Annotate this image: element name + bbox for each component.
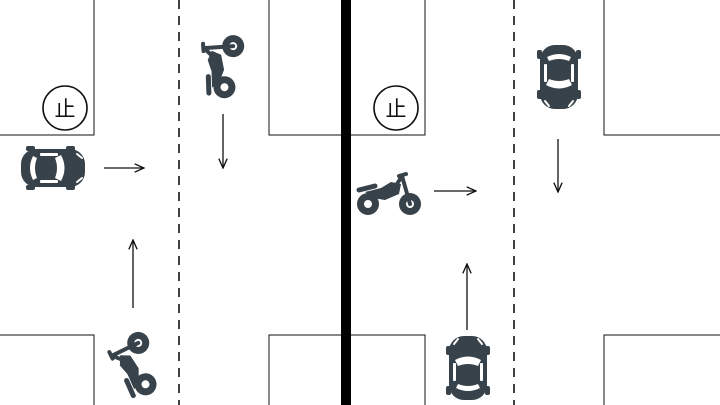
curb-top-right: [268, 0, 343, 136]
right-scene: 止: [351, 0, 720, 405]
road-edges: [351, 0, 720, 405]
stop-sign-icon: 止: [42, 85, 88, 131]
stop-sign-icon: 止: [373, 85, 419, 131]
curb-bottom-right: [603, 334, 720, 405]
stop-sign-label: 止: [55, 97, 76, 121]
curb-top-left: [0, 0, 95, 136]
curb-bottom-left: [0, 334, 95, 405]
motorcycle-icon: [193, 29, 246, 100]
motorcycle-icon: [107, 330, 158, 400]
car-icon: [536, 44, 582, 110]
car-icon: [20, 145, 86, 191]
left-scene: 止: [0, 0, 343, 405]
car-icon: [445, 335, 491, 401]
curb-bottom-left: [351, 334, 426, 405]
stop-sign-label: 止: [386, 97, 407, 121]
curb-bottom-right: [268, 334, 343, 405]
curb-top-right: [603, 0, 720, 136]
motorcycle-icon: [357, 174, 421, 215]
road-edges: [0, 0, 343, 405]
panel-divider: [341, 0, 351, 405]
curb-top-left: [351, 0, 426, 136]
